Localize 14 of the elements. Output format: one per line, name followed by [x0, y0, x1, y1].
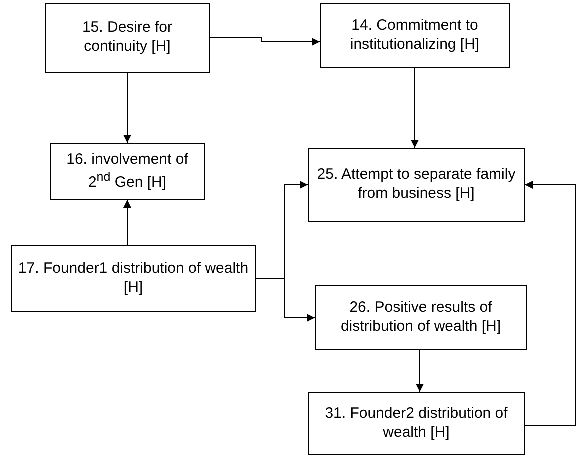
arrow [124, 200, 132, 246]
process-box: 26. Positive results of distribution of wealth [H] [315, 285, 527, 350]
process-box: 14. Commitment to institutionalizing [H] [320, 3, 510, 68]
arrow [411, 68, 419, 148]
process-box: 31. Founder2 distribution of wealth [H] [308, 392, 525, 455]
arrow [124, 72, 132, 144]
process-box: 25. Attempt to separate family from business [H] [308, 148, 525, 222]
arrow [256, 278, 316, 322]
arrow [416, 350, 424, 392]
arrow [524, 181, 576, 426]
arrow [210, 38, 320, 46]
process-box: 15. Desire for continuity [H] [45, 3, 210, 73]
process-box: 17. Founder1 distribution of wealth [H] [11, 245, 256, 312]
process-box: 16. involvement of 2$^{nd}$ Gen [H] [50, 143, 205, 200]
